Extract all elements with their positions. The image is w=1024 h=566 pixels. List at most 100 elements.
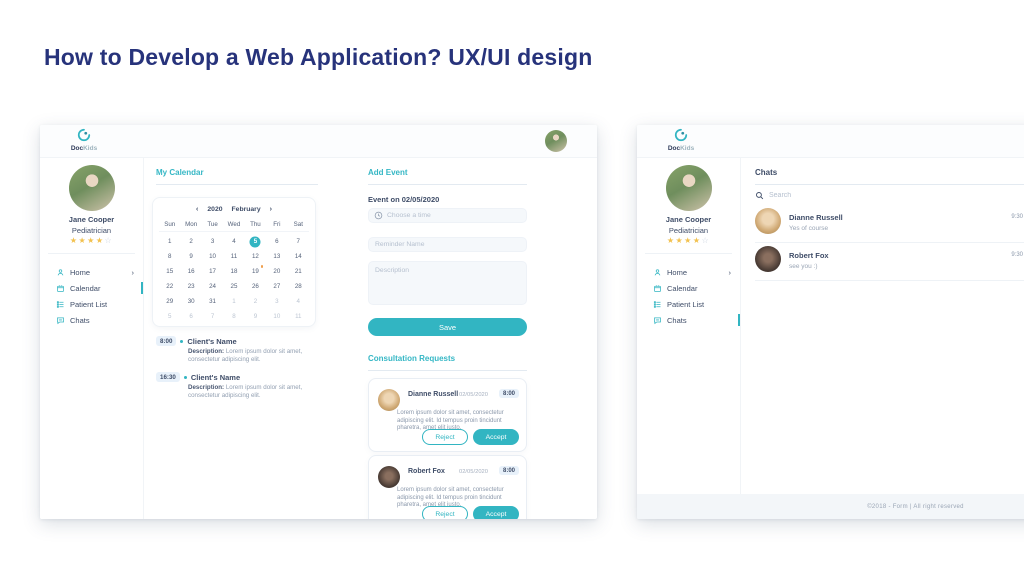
search-input[interactable]: [769, 192, 899, 199]
calendar-day[interactable]: 10: [273, 313, 281, 320]
sidebar-item-patient-list[interactable]: Patient List: [40, 296, 143, 312]
calendar-day[interactable]: 7: [210, 313, 215, 320]
calendar-day[interactable]: 16: [187, 268, 195, 275]
calendar-day[interactable]: 28: [294, 283, 302, 290]
calendar-day[interactable]: 10: [209, 253, 216, 260]
calendar-day[interactable]: 6: [189, 313, 193, 320]
calendar-day[interactable]: 8: [167, 253, 172, 260]
calendar-icon: [57, 284, 64, 292]
calendar-day[interactable]: 3: [275, 298, 279, 305]
calendar-day[interactable]: 22: [166, 283, 174, 290]
clock-icon: [374, 211, 383, 220]
sidebar-item-chats[interactable]: Chats: [40, 312, 143, 328]
sidebar-item-patient-list[interactable]: Patient List: [637, 296, 740, 312]
chevron-right-icon[interactable]: ›: [131, 267, 135, 277]
sidebar-item-calendar[interactable]: Calendar: [637, 280, 740, 296]
calendar-day[interactable]: 19: [245, 264, 266, 279]
calendar-day[interactable]: 5: [167, 313, 172, 320]
calendar-day[interactable]: 23: [187, 283, 195, 290]
calendar-day[interactable]: 29: [166, 298, 174, 305]
sidebar-item-calendar[interactable]: Calendar: [40, 280, 143, 296]
app-logo: DocKids: [659, 128, 703, 153]
chat-avatar: [755, 246, 781, 272]
reminder-name-input[interactable]: [368, 237, 527, 252]
calendar-day[interactable]: 26: [251, 283, 259, 290]
event-client-name: Client's Name: [190, 372, 241, 382]
chevron-right-icon[interactable]: ›: [728, 267, 732, 277]
consultation-request-card: Dianne Russell 02/05/2020 8:00 Lorem ips…: [368, 378, 527, 452]
calendar-day[interactable]: 9: [189, 253, 193, 260]
swirl-logo-icon: [674, 128, 688, 142]
calendar-day[interactable]: 21: [294, 268, 302, 275]
calendar-day[interactable]: 30: [187, 298, 195, 305]
divider: [368, 370, 527, 371]
request-date: 02/05/2020: [458, 469, 488, 475]
chat-list-item[interactable]: Robert Fox see you :) 9:30: [755, 246, 1023, 278]
divider: [48, 253, 135, 254]
sidebar-item-home[interactable]: Home ›: [637, 264, 740, 280]
accept-button[interactable]: Accept: [473, 429, 519, 445]
event-item[interactable]: 16:30 Client's Name Description: Lorem i…: [156, 372, 308, 400]
profile-name: Jane Cooper: [68, 215, 115, 224]
consultation-requests-title: Consultation Requests: [368, 354, 456, 363]
calendar-day[interactable]: 24: [209, 283, 216, 290]
calendar-day[interactable]: 1: [232, 298, 236, 305]
calendar-day[interactable]: 1: [167, 238, 172, 245]
calendar-day[interactable]: 11: [230, 253, 238, 260]
calendar-day[interactable]: 3: [210, 238, 215, 245]
calendar-day[interactable]: 20: [273, 268, 281, 275]
event-time-badge: 8:00: [156, 336, 177, 346]
description-textarea[interactable]: [368, 261, 527, 305]
chat-list-item[interactable]: Dianne Russell Yes of course 9:30: [755, 208, 1023, 240]
calendar-day[interactable]: 18: [230, 268, 238, 275]
calendar-day[interactable]: 14: [294, 253, 302, 260]
calendar-day[interactable]: 11: [295, 313, 302, 320]
app-footer: ©2018 - Form | All right reserved: [637, 494, 1024, 519]
calendar-prev-button[interactable]: ‹: [196, 206, 199, 213]
calendar-day[interactable]: 4: [232, 238, 236, 245]
sidebar: Jane Cooper Pediatrician ★★★★☆ Home › Ca…: [637, 158, 741, 519]
calendar-day[interactable]: 17: [209, 268, 216, 275]
calendar-day[interactable]: 8: [232, 313, 236, 320]
save-button[interactable]: Save: [368, 318, 527, 336]
sidebar-item-home[interactable]: Home ›: [40, 264, 143, 280]
divider: [645, 253, 732, 254]
calendar-day[interactable]: 4: [296, 298, 300, 305]
chat-timestamp: 9:30: [1011, 252, 1023, 258]
calendar-next-button[interactable]: ›: [269, 206, 272, 213]
calendar-day[interactable]: 2: [189, 238, 193, 245]
user-icon: [57, 268, 64, 275]
star-rating: ★★★★☆: [69, 236, 114, 245]
calendar-day[interactable]: 5: [245, 234, 266, 249]
request-avatar: [378, 389, 400, 411]
accept-button[interactable]: Accept: [473, 506, 519, 519]
topbar-user-avatar[interactable]: [545, 130, 567, 152]
weekday-label: Fri: [273, 221, 281, 228]
weekday-label: Thu: [250, 221, 261, 228]
calendar-day[interactable]: 6: [275, 238, 279, 245]
calendar-day[interactable]: 15: [166, 268, 174, 275]
calendar-day[interactable]: 13: [273, 253, 281, 260]
app-topbar: DocKids: [40, 125, 597, 158]
calendar-day[interactable]: 12: [251, 253, 259, 260]
calendar-day[interactable]: 7: [296, 238, 300, 245]
calendar-day[interactable]: 31: [209, 298, 216, 305]
calendar-month: February: [231, 206, 261, 213]
request-name: Robert Fox: [408, 468, 445, 475]
slide-title: How to Develop a Web Application? UX/UI …: [44, 44, 593, 70]
choose-time-input[interactable]: [368, 208, 527, 223]
calendar-day[interactable]: 2: [253, 298, 258, 305]
divider: [156, 184, 318, 185]
event-item[interactable]: 8:00 Client's Name Description: Lorem ip…: [156, 336, 308, 364]
sidebar-item-chats[interactable]: Chats: [637, 312, 740, 328]
reject-button[interactable]: Reject: [422, 506, 468, 519]
reject-button[interactable]: Reject: [422, 429, 468, 445]
calendar-day[interactable]: 25: [230, 283, 238, 290]
calendar-day[interactable]: 9: [253, 313, 258, 320]
list-icon: [56, 300, 64, 308]
calendar-day[interactable]: 27: [273, 283, 281, 290]
profile-avatar: [666, 165, 712, 211]
sidebar-item-label: Home: [667, 267, 688, 277]
